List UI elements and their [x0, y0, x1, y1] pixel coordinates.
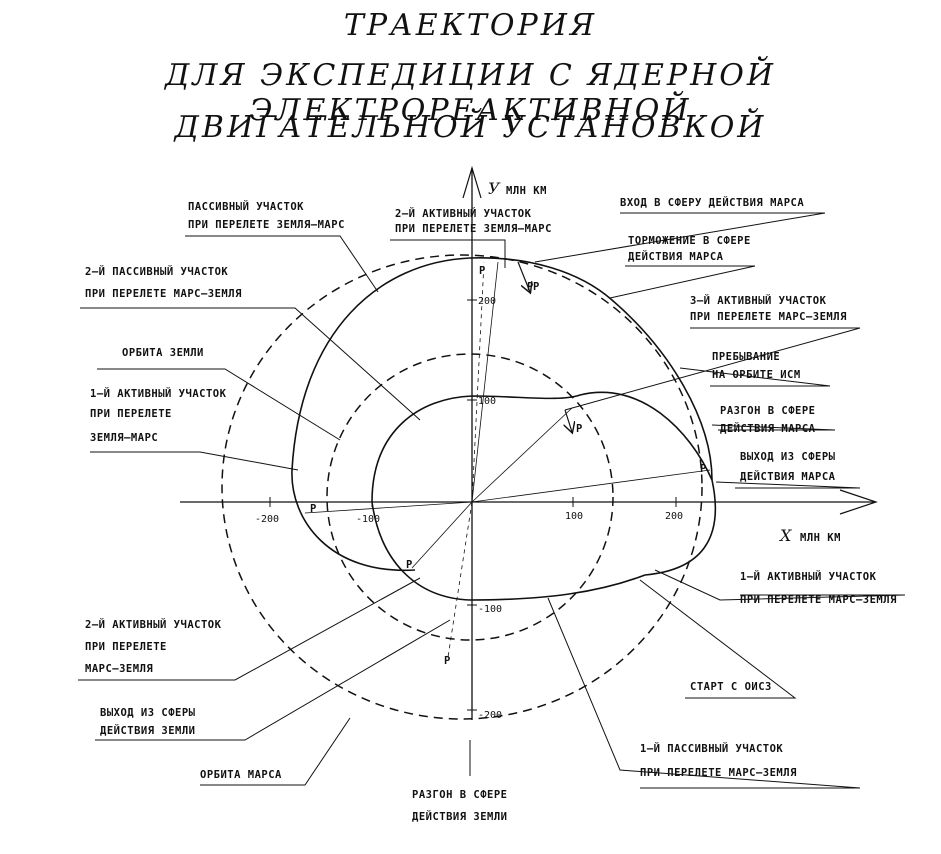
radial-line [411, 501, 473, 569]
label-passive1-mars-earth: 1–Й ПАССИВНЫЙ УЧАСТОК [640, 742, 783, 755]
label-active1-earth-mars: ЗЕМЛЯ–МАРС [90, 432, 158, 444]
x-tick-label: 200 [665, 511, 683, 522]
label-start: СТАРТ С ОИСЗ [690, 681, 772, 693]
point-label: P [310, 503, 317, 515]
point-label: P [527, 281, 534, 293]
radial-line [471, 261, 499, 503]
label-enter-mars: ВХОД В СФЕРУ ДЕЙСТВИЯ МАРСА [620, 196, 804, 209]
label-active2-earth-mars: ПРИ ПЕРЕЛЕТЕ ЗЕМЛЯ–МАРС [395, 223, 552, 235]
point-label: P [479, 265, 486, 277]
label-passive2-mars-earth: ПРИ ПЕРЕЛЕТЕ МАРС–ЗЕМЛЯ [85, 288, 242, 300]
leader-lines [78, 212, 906, 789]
x-axis-arrow [839, 489, 878, 515]
label-accel-mars: ДЕЙСТВИЯ МАРСА [720, 422, 816, 435]
label-earth-orbit: ОРБИТА ЗЕМЛИ [122, 347, 204, 359]
label-passive-earth-mars: ПРИ ПЕРЕЛЕТЕ ЗЕМЛЯ–МАРС [188, 219, 345, 231]
title-line-1: ТРАЕКТОРИЯ [343, 8, 598, 43]
point-label: P [444, 655, 451, 667]
y-tick-label: 200 [478, 296, 496, 307]
x-axis-name: X [778, 526, 792, 545]
y-tick-label: -100 [478, 604, 502, 615]
label-accel-earth: ДЕЙСТВИЯ ЗЕМЛИ [412, 810, 508, 823]
label-brake-mars: ТОРМОЖЕНИЕ В СФЕРЕ [628, 235, 751, 247]
y-tick-label: -200 [478, 710, 502, 721]
x-axis-unit: МЛН КМ [800, 532, 841, 544]
label-active2-mars-earth: МАРС–ЗЕМЛЯ [85, 663, 153, 675]
label-accel-earth: РАЗГОН В СФЕРЕ [412, 789, 508, 801]
point-label: P [406, 559, 413, 571]
label-passive1-mars-earth: ПРИ ПЕРЕЛЕТЕ МАРС–ЗЕМЛЯ [640, 767, 797, 779]
label-active1-mars-earth: 1–Й АКТИВНЫЙ УЧАСТОК [740, 570, 877, 583]
radial-line [471, 407, 573, 503]
y-axis-name: У [488, 179, 501, 198]
label-stay-orbit: ПРЕБЫВАНИЕ [712, 351, 780, 363]
label-accel-mars: РАЗГОН В СФЕРЕ [720, 405, 816, 417]
label-active3-mars-earth: 3–Й АКТИВНЫЙ УЧАСТОК [690, 294, 827, 307]
point-label: P [576, 423, 583, 435]
radial-line [304, 501, 473, 514]
label-mars-orbit: ОРБИТА МАРСА [200, 769, 282, 781]
x-tick-label: 100 [565, 511, 583, 522]
radial-line [471, 261, 485, 503]
trajectory-path [371, 391, 717, 601]
label-active3-mars-earth: ПРИ ПЕРЕЛЕТЕ МАРС–ЗЕМЛЯ [690, 311, 847, 323]
label-exit-earth: ВЫХОД ИЗ СФЕРЫ [100, 707, 196, 719]
label-brake-mars: ДЕЙСТВИЯ МАРСА [628, 250, 724, 263]
label-passive-earth-mars: ПАССИВНЫЙ УЧАСТОК [188, 200, 304, 213]
radial-line [471, 469, 711, 503]
label-stay-orbit: НА ОРБИТЕ ИСМ [712, 369, 801, 381]
earth-orbit-circle [326, 353, 614, 641]
y-axis-unit: МЛН КМ [506, 185, 547, 197]
title-line-3: ДВИГАТЕЛЬНОЙ УСТАНОВКОЙ [174, 110, 767, 145]
label-active2-earth-mars: 2–Й АКТИВНЫЙ УЧАСТОК [395, 207, 532, 220]
point-label: P [700, 463, 707, 475]
mars-orbit-ellipse [221, 254, 703, 720]
label-active2-mars-earth: 2–Й АКТИВНЫЙ УЧАСТОК [85, 618, 222, 631]
label-passive2-mars-earth: 2–Й ПАССИВНЫЙ УЧАСТОК [85, 265, 228, 278]
label-exit-mars: ВЫХОД ИЗ СФЕРЫ [740, 451, 836, 463]
label-active1-earth-mars: 1–Й АКТИВНЫЙ УЧАСТОК [90, 387, 227, 400]
title-line-2: ДЛЯ ЭКСПЕДИЦИИ С ЯДЕРНОЙ ЭЛЕКТРОРЕАКТИВН… [164, 58, 777, 128]
label-exit-mars: ДЕЙСТВИЯ МАРСА [740, 470, 836, 483]
label-active1-earth-mars: ПРИ ПЕРЕЛЕТЕ [90, 408, 172, 420]
label-active1-mars-earth: ПРИ ПЕРЕЛЕТЕ МАРС–ЗЕМЛЯ [740, 594, 897, 606]
thrust-arrow [517, 261, 530, 292]
label-active2-mars-earth: ПРИ ПЕРЕЛЕТЕ [85, 641, 167, 653]
y-axis-arrow [462, 165, 482, 199]
y-tick-label: 100 [478, 396, 496, 407]
radial-line [447, 501, 473, 658]
label-exit-earth: ДЕЙСТВИЯ ЗЕМЛИ [100, 724, 196, 737]
trajectory-outer-path [291, 257, 713, 572]
point-label: P [533, 281, 540, 293]
x-tick-label: -200 [255, 514, 279, 525]
x-tick-label: -100 [356, 514, 380, 525]
